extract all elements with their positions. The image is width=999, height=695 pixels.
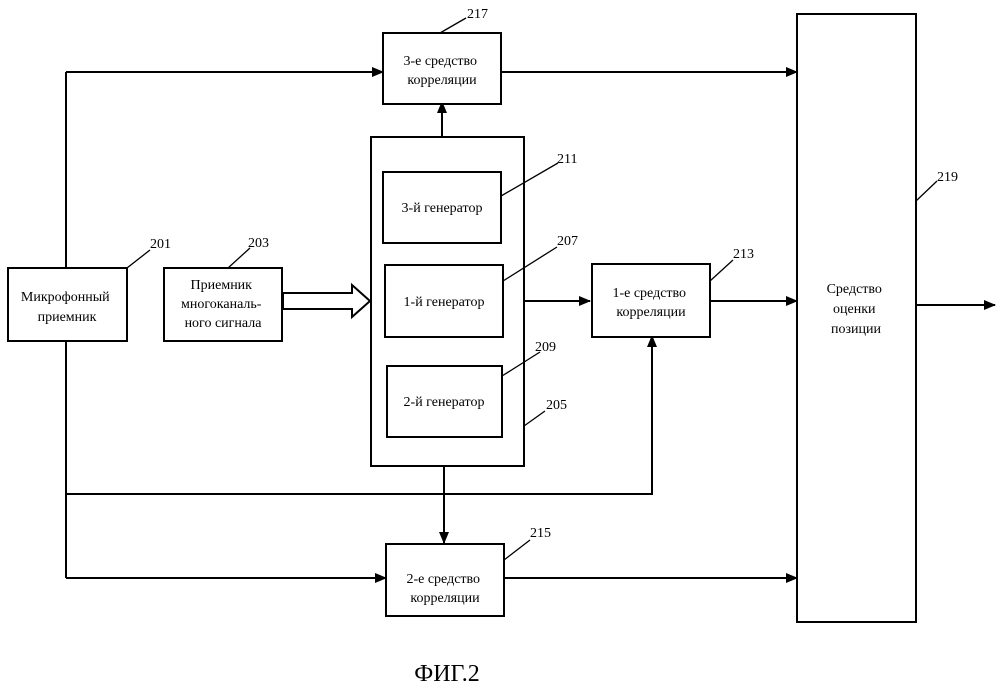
generator-3-label: 3-й генератор <box>402 201 483 216</box>
ref-213-leader <box>710 260 733 281</box>
ref-213: 213 <box>733 247 754 262</box>
multichannel-receiver-label: Приемник многоканаль- ного сигнала <box>181 278 265 331</box>
generator-2-label: 2-й генератор <box>404 395 485 410</box>
generator-1-label: 1-й генератор <box>404 295 485 310</box>
ref-211: 211 <box>557 152 577 167</box>
ref-205-leader <box>524 411 545 426</box>
ref-215-leader <box>504 540 530 560</box>
position-estimator-box <box>797 14 916 622</box>
ref-203-leader <box>228 248 250 268</box>
ref-203: 203 <box>248 236 269 251</box>
ref-201: 201 <box>150 237 171 252</box>
figure-caption: ФИГ.2 <box>414 661 479 687</box>
ref-219: 219 <box>937 170 958 185</box>
ref-215: 215 <box>530 526 551 541</box>
ref-209: 209 <box>535 340 556 355</box>
ref-201-leader <box>127 250 150 268</box>
multichannel-arrow <box>283 285 370 317</box>
ref-217: 217 <box>467 7 488 22</box>
ref-207: 207 <box>557 234 578 249</box>
ref-205: 205 <box>546 398 567 413</box>
ref-217-leader <box>440 18 466 33</box>
ref-219-leader <box>916 181 937 201</box>
position-estimator-label: Средство оценки позиции <box>827 282 886 337</box>
mic-to-corr1-arrow <box>66 336 652 494</box>
